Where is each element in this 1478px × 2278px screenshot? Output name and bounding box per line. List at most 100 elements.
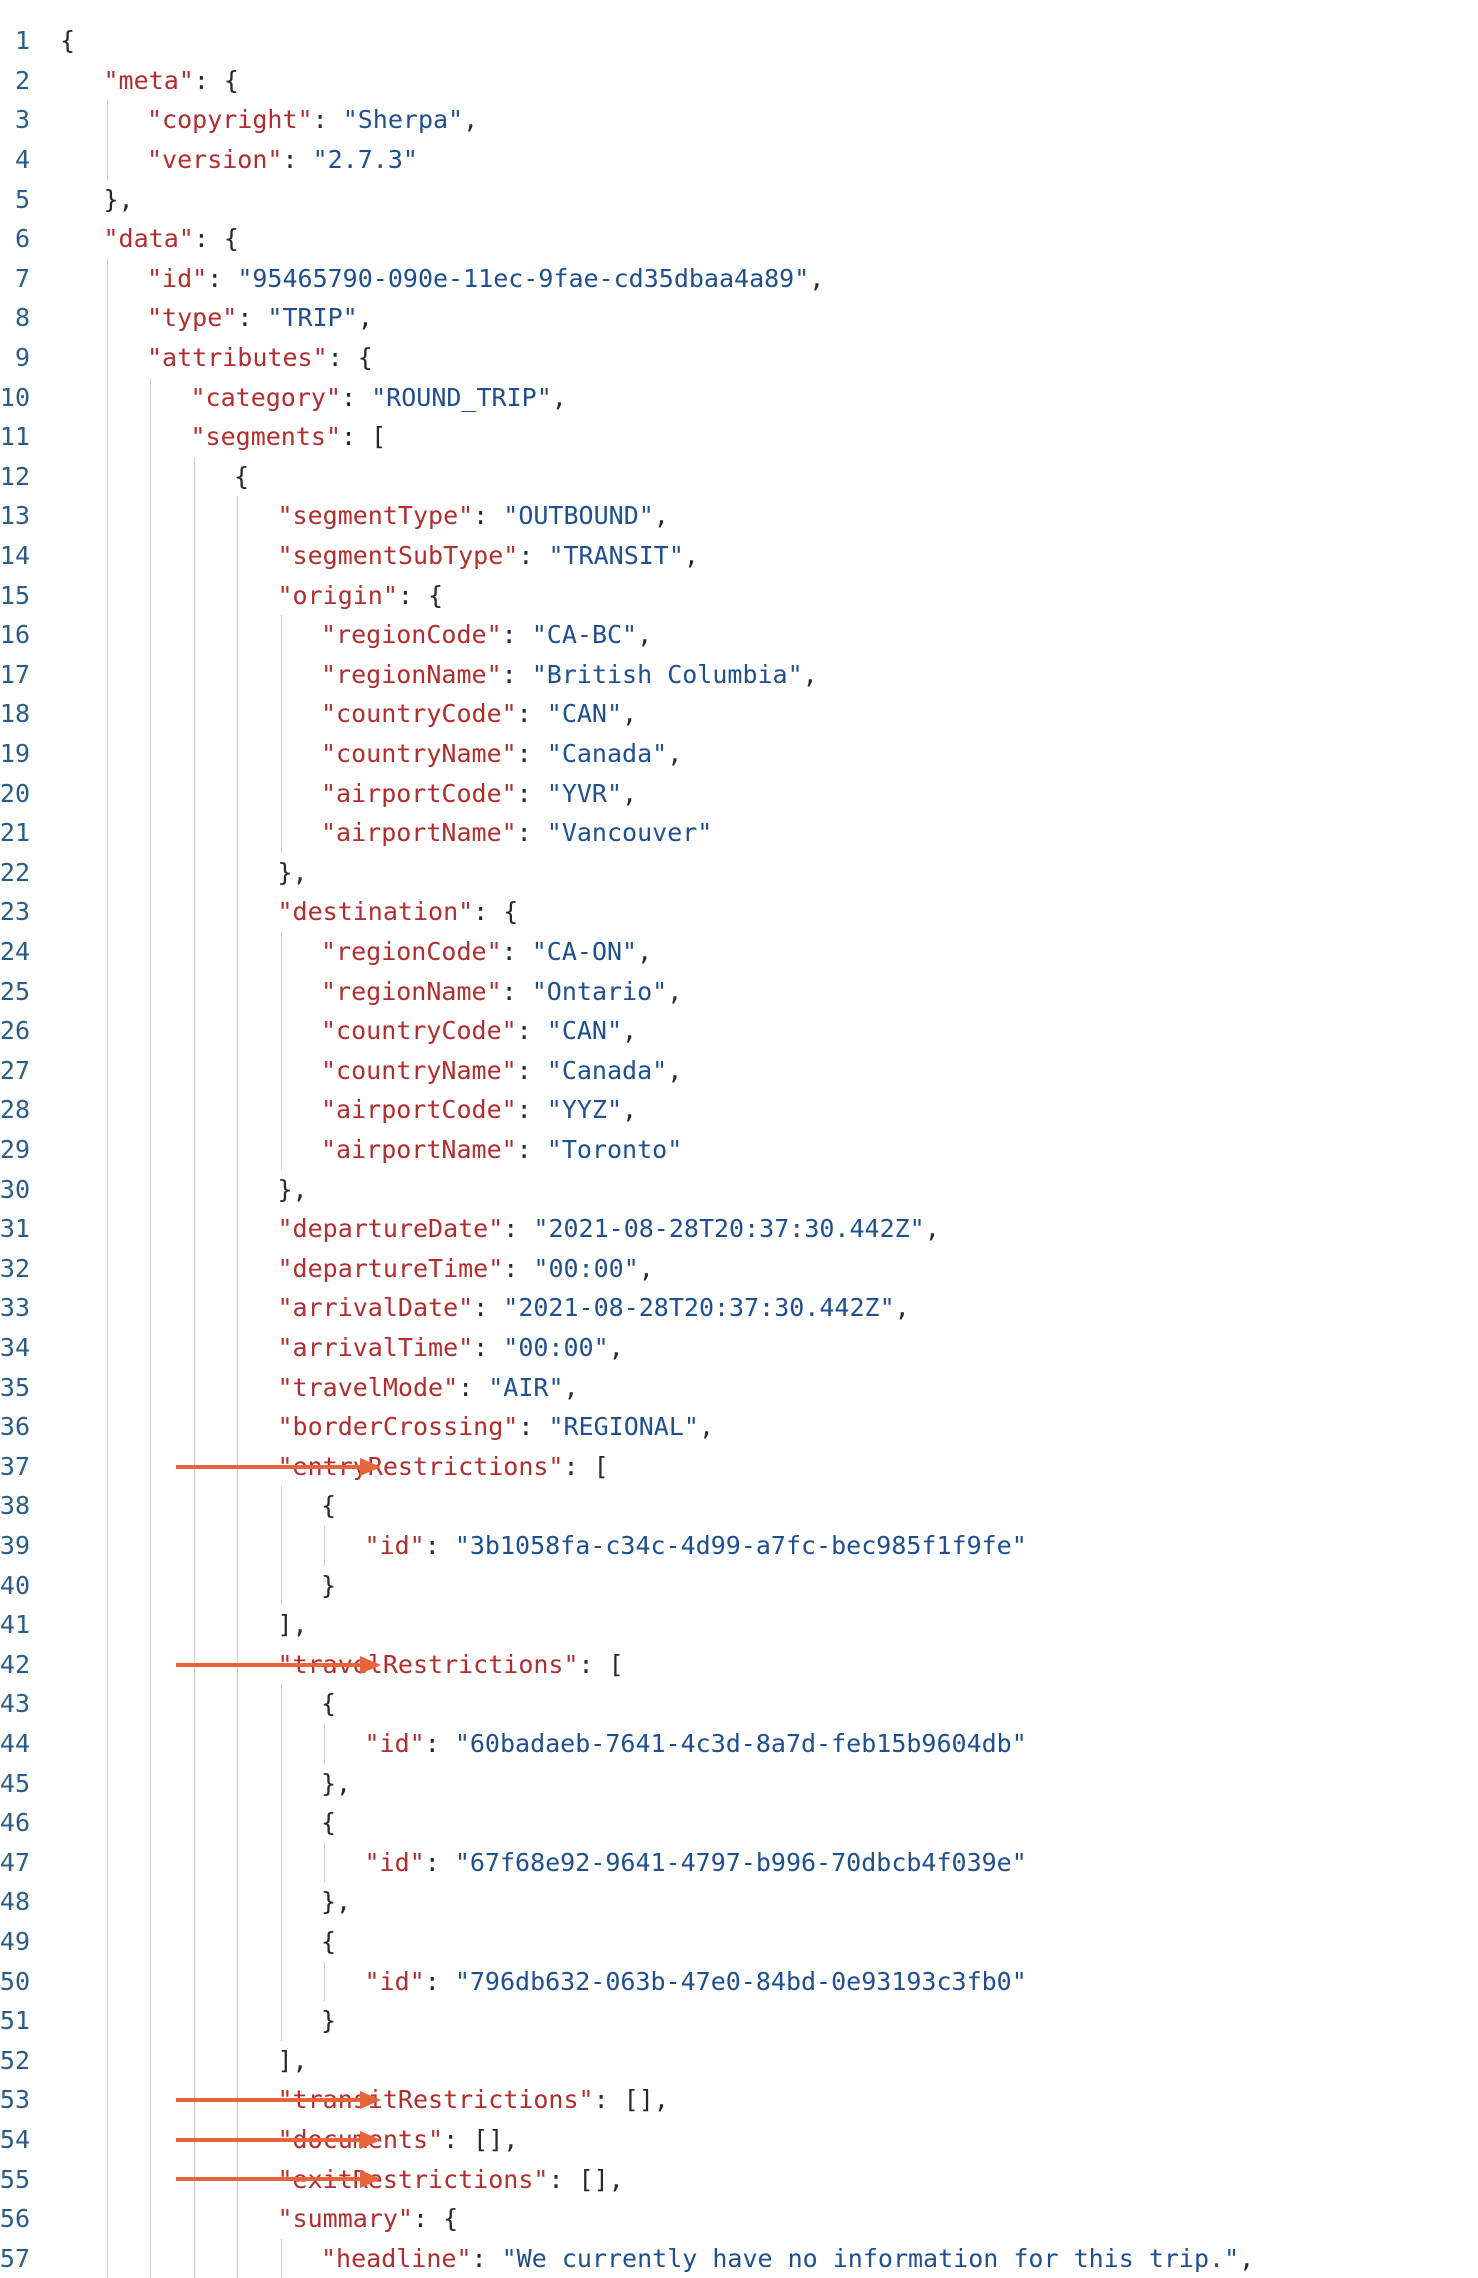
line-number: 17 [0,659,30,689]
json-string: "Canada" [546,1055,668,1085]
json-punctuation: { [321,1808,337,1838]
json-string: "Vancouver" [546,818,713,848]
line-number: 46 [0,1808,30,1838]
code-line: 43{ [0,1684,1478,1724]
code-text: "id": "3b1058fa-c34c-4d99-a7fc-bec985f1f… [365,1526,1027,1566]
json-key: "attributes" [147,343,328,372]
indent-guide [106,258,108,2278]
json-string: "00:00" [533,1253,639,1283]
json-punctuation: , [698,1412,715,1442]
json-key: "travelMode" [277,1372,459,1402]
json-punctuation: }, [277,1174,308,1204]
code-line: 45}, [0,1764,1478,1804]
json-punctuation: , [667,976,683,1006]
line-number: 5 [14,184,30,214]
code-line: 17"regionName": "British Columbia", [0,655,1478,695]
json-key: "id" [364,1729,425,1758]
highlight-arrow-icon [176,2091,381,2110]
line-number: 42 [0,1649,30,1679]
code-text: "regionCode": "CA-ON", [321,932,652,972]
json-punctuation: : [312,105,343,135]
json-key: "countryName" [321,739,517,768]
json-string: "95465790-090e-11ec-9fae-cd35dbaa4a89" [237,263,810,293]
code-text: "id": "796db632-063b-47e0-84bd-0e93193c3… [365,1962,1027,2002]
line-number: 57 [0,2243,30,2273]
line-number: 14 [0,541,30,570]
json-key: "segmentSubType" [277,541,519,570]
code-line: 23"destination": { [0,892,1478,932]
line-number: 16 [0,620,30,650]
code-text: "data": { [104,219,239,259]
code-line: 47"id": "67f68e92-9641-4797-b996-70dbcb4… [0,1843,1478,1883]
code-line: 24"regionCode": "CA-ON", [0,932,1478,972]
json-key: "regionCode" [321,620,502,650]
code-line: 32"departureTime": "00:00", [0,1249,1478,1289]
code-line: 36"borderCrossing": "REGIONAL", [0,1407,1478,1447]
code-text: "airportName": "Vancouver" [321,813,712,853]
code-line: 26"countryCode": "CAN", [0,1011,1478,1051]
code-line: 34"arrivalTime": "00:00", [0,1328,1478,1368]
indent-guide [150,377,151,2278]
code-line: 10"category": "ROUND_TRIP", [0,378,1478,418]
json-key: "countryName" [321,1055,517,1085]
line-number: 48 [0,1887,30,1917]
json-string: "AIR" [488,1372,564,1402]
line-number: 20 [0,778,30,808]
json-punctuation: : [516,699,547,729]
line-number: 18 [0,699,30,729]
code-line: 39"id": "3b1058fa-c34c-4d99-a7fc-bec985f… [0,1526,1478,1566]
json-key: "arrivalTime" [277,1333,474,1362]
indent-guide [280,2238,282,2278]
json-punctuation: { [321,1689,337,1719]
json-punctuation: : [516,1135,547,1164]
line-number: 3 [14,105,30,135]
json-string: "YVR" [546,778,623,808]
json-punctuation: , [637,937,653,966]
line-number: 38 [0,1491,30,1521]
code-text: "id": "67f68e92-9641-4797-b996-70dbcb4f0… [365,1843,1027,1883]
json-punctuation: ], [277,2045,308,2075]
json-string: "3b1058fa-c34c-4d99-a7fc-bec985f1f9fe" [454,1531,1027,1560]
json-punctuation: { [321,1927,337,1956]
json-punctuation: : [], [548,2164,624,2194]
json-punctuation: , [622,699,638,729]
code-line: 8"type": "TRIP", [0,298,1478,338]
json-punctuation: : [473,1293,504,1323]
json-key: "airportName" [321,818,517,848]
code-text: "arrivalDate": "2021-08-28T20:37:30.442Z… [278,1288,910,1328]
line-number: 56 [0,2204,30,2234]
code-line: 3"copyright": "Sherpa", [0,100,1478,140]
line-number: 51 [0,2006,30,2036]
json-punctuation: { [234,461,250,491]
code-text: { [321,1922,336,1962]
code-line: 56 "summary": { [0,2199,1478,2239]
code-text: "countryName": "Canada", [321,1051,682,1091]
code-text: { [321,1486,336,1526]
json-string: "OUTBOUND" [503,501,654,531]
json-punctuation: : [], [443,2125,519,2154]
code-text: }, [278,853,308,893]
line-number: 13 [0,501,30,531]
code-line: 13"segmentType": "OUTBOUND", [0,496,1478,536]
code-line: 9"attributes": { [0,338,1478,378]
json-punctuation: : [501,659,532,689]
json-key: "type" [147,303,238,333]
json-string: "REGIONAL" [548,1412,699,1442]
json-key: "id" [364,1847,425,1877]
json-punctuation: , [667,739,683,768]
code-line: 29"airportName": "Toronto" [0,1130,1478,1170]
json-punctuation: : [424,1729,455,1758]
indent-guide [324,1961,325,2002]
json-punctuation: , [357,303,373,333]
code-line: 20"airportCode": "YVR", [0,774,1478,814]
line-number: 28 [0,1095,30,1125]
json-punctuation: : { [412,2204,459,2234]
json-string: "British Columbia" [531,659,803,689]
line-number: 22 [0,857,30,887]
indent-guide [324,1842,325,1883]
code-text: "departureDate": "2021-08-28T20:37:30.44… [278,1209,940,1249]
code-text: "transitRestrictions": [], [278,2080,669,2120]
line-number: 21 [0,818,30,848]
code-text: { [234,457,249,497]
code-text: "summary": { [278,2199,459,2239]
